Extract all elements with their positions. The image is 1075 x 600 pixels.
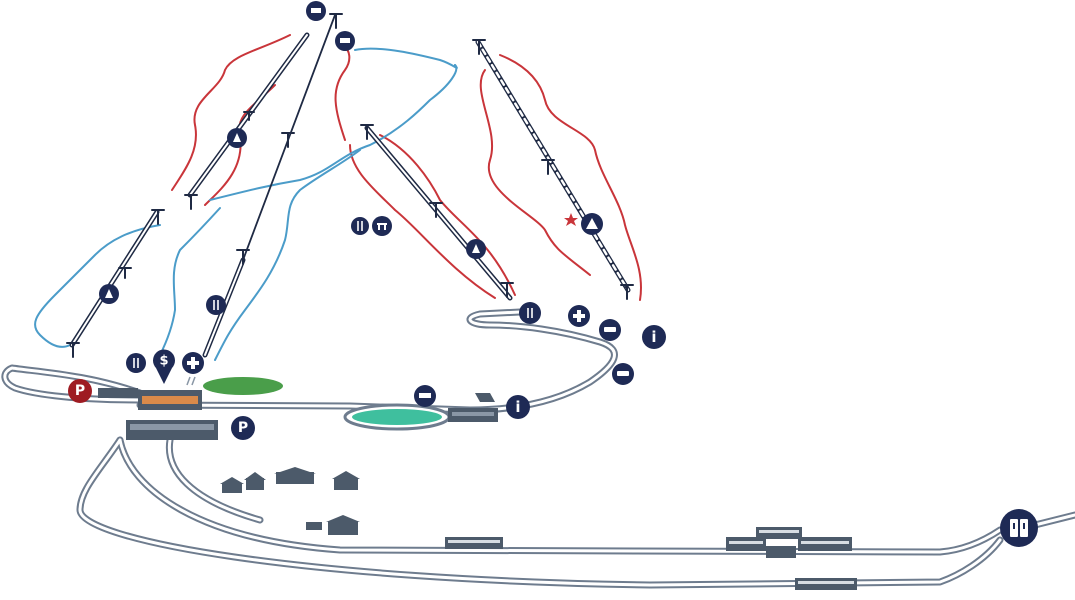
pond [343,403,451,431]
exit-door-icon[interactable] [1000,509,1038,547]
lift-left-lower [69,209,160,348]
restaurant-icon[interactable] [126,353,146,373]
ski-school-icon[interactable] [227,128,247,148]
gondola-icon[interactable] [335,31,355,51]
blue-ski-runs [34,47,458,361]
green-field [203,377,283,395]
gondola-icon[interactable] [414,385,436,407]
svg-text:$: $ [159,354,168,369]
pond-lodge [448,393,498,422]
lift-towers [66,13,634,358]
first-aid-icon[interactable] [182,352,204,374]
ski-school-icon[interactable] [99,284,119,304]
svg-text:i: i [651,328,656,346]
info-icon[interactable]: i [642,325,666,349]
snowmobile-icon[interactable] [599,319,621,341]
gondola-icon[interactable] [306,1,326,21]
base-lodge [98,376,218,440]
road-buildings [445,527,857,590]
first-aid-icon[interactable] [568,305,590,327]
cabin-cluster [220,467,360,535]
map-icons[interactable]: $ P P [68,1,1038,547]
svg-text:i: i [515,398,520,416]
ski-lifts [69,14,631,358]
parking-icon[interactable]: P [68,379,92,403]
restaurant-icon[interactable] [206,295,226,315]
restroom-icon[interactable] [372,216,392,236]
atm-icon[interactable]: $ [153,349,175,384]
restaurant-icon[interactable] [351,217,369,235]
road-network [1,308,1075,589]
lift-far-right [475,39,631,293]
buildings [98,376,857,590]
restaurant-icon[interactable] [519,302,541,324]
star-icon [564,213,578,226]
info-icon[interactable]: i [506,395,530,419]
parking-icon[interactable]: P [231,416,255,440]
summit-hut-icon[interactable] [581,213,603,235]
svg-text:P: P [75,383,85,399]
lift-right-center [364,125,513,301]
svg-text:P: P [238,420,248,436]
shuttle-bus-icon[interactable] [612,363,634,385]
ski-school-icon[interactable] [466,239,486,259]
